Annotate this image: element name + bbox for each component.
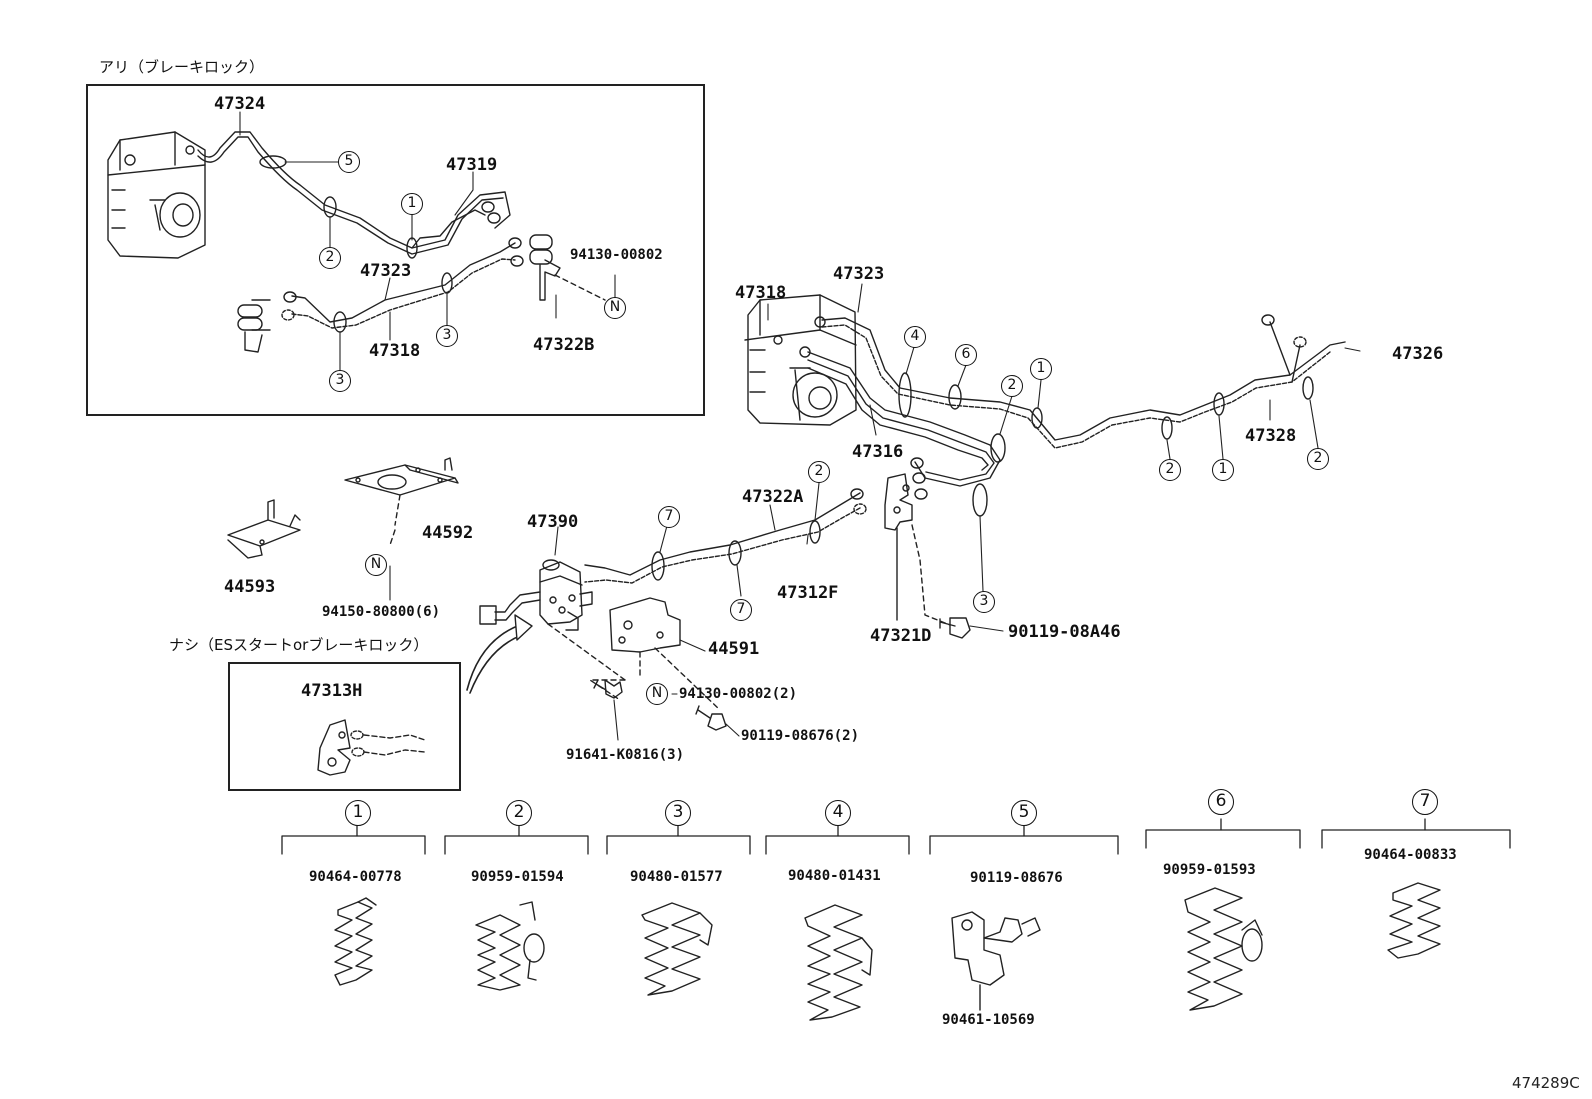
main-47321d-label: 47321D [870, 626, 932, 646]
main-94150-label: 94150-80800(6) [322, 604, 441, 620]
main-47318-label: 47318 [735, 283, 787, 303]
clamp-callout-3a: 3 [436, 325, 458, 347]
main-nut-b: N [646, 683, 668, 705]
part-47321d-block [884, 473, 971, 639]
main-clamp-2c: 2 [1307, 448, 1329, 470]
main-47328-label: 47328 [1245, 426, 1297, 446]
main-clamp-4: 4 [904, 326, 926, 348]
legend-5-number: 5 [1011, 800, 1037, 826]
main-44592-label: 44592 [422, 523, 474, 543]
main-47322a-label: 47322A [742, 487, 804, 507]
main-90119-08676-2-label: 90119-08676(2) [741, 728, 860, 744]
inset-fitting-left [237, 299, 271, 353]
legend-3-part: 90480-01577 [630, 869, 723, 885]
part-47324-label: 47324 [214, 94, 266, 114]
main-47312f-label: 47312F [777, 583, 839, 603]
inset-47313h-label: 47313H [301, 681, 363, 701]
nut-callout: N [604, 297, 626, 319]
clip-art-legend [334, 882, 1441, 1021]
inset-47313h-art [317, 719, 426, 776]
legend-4-number: 4 [825, 800, 851, 826]
main-91641-label: 91641-K0816(3) [566, 747, 685, 763]
clamp-callout-2: 2 [319, 247, 341, 269]
inset-frame-without-lock [228, 662, 461, 791]
legend-4-part: 90480-01431 [788, 868, 881, 884]
main-clamp-1a: 1 [1030, 358, 1052, 380]
main-clamp-3: 3 [973, 591, 995, 613]
main-clamp-2a: 2 [1001, 375, 1023, 397]
main-clamp-7b: 7 [730, 599, 752, 621]
inset-connector-47322b [529, 234, 606, 301]
legend-5-sub-part: 90461-10569 [942, 1012, 1035, 1028]
legend-5-part: 90119-08676 [970, 870, 1063, 886]
main-clamp-2b: 2 [1159, 459, 1181, 481]
main-94130-2-label: 94130-00802(2) [679, 686, 798, 702]
legend-1-part: 90464-00778 [309, 869, 402, 885]
inset-without-lock-caption: ナシ（ESスタートorブレーキロック） [169, 636, 429, 654]
legend-3-number: 3 [665, 800, 691, 826]
legend-6-part: 90959-01593 [1163, 862, 1256, 878]
bracket-44593 [227, 499, 301, 559]
arrow-to-inset [466, 614, 533, 694]
main-44591-label: 44591 [708, 639, 760, 659]
part-94130-label: 94130-00802 [570, 247, 663, 263]
inset-abs-actuator [107, 131, 206, 259]
clamp-callout-3b: 3 [329, 370, 351, 392]
part-47322b-label: 47322B [533, 335, 595, 355]
diagram-code: 474289C [1512, 1074, 1580, 1092]
part-47323-label: 47323 [360, 261, 412, 281]
legend-6-number: 6 [1208, 789, 1234, 815]
legend-2-part: 90959-01594 [471, 869, 564, 885]
main-47390-label: 47390 [527, 512, 579, 532]
clamp-callout-5: 5 [338, 151, 360, 173]
main-44593-label: 44593 [224, 577, 276, 597]
main-abs-actuator [744, 294, 857, 426]
legend-1-number: 1 [345, 800, 371, 826]
main-clamp-2d: 2 [808, 461, 830, 483]
inset-frame-with-lock [86, 84, 705, 416]
legend-7-part: 90464-00833 [1364, 847, 1457, 863]
main-clamp-1b: 1 [1212, 459, 1234, 481]
bracket-44591 [609, 597, 721, 711]
main-nut-a: N [365, 554, 387, 576]
main-47323-label: 47323 [833, 264, 885, 284]
main-clamp-7a: 7 [658, 506, 680, 528]
legend-brackets [281, 818, 1511, 855]
inset-with-lock-caption: アリ（ブレーキロック） [99, 58, 265, 76]
main-47326-label: 47326 [1392, 344, 1444, 364]
main-47316-label: 47316 [852, 442, 904, 462]
bolts [593, 679, 727, 731]
part-47318-label: 47318 [369, 341, 421, 361]
main-brake-lines [584, 314, 1346, 584]
legend-7-number: 7 [1412, 789, 1438, 815]
clamp-callout-1: 1 [401, 193, 423, 215]
main-90119-08a46-label: 90119-08A46 [1008, 622, 1121, 642]
part-47390-valve [479, 559, 626, 701]
leader-lines [239, 111, 1361, 741]
main-clamp-6: 6 [955, 344, 977, 366]
legend-2-number: 2 [506, 800, 532, 826]
bracket-44592 [344, 457, 459, 546]
part-47319-label: 47319 [446, 155, 498, 175]
inset-brake-lines [197, 131, 524, 333]
